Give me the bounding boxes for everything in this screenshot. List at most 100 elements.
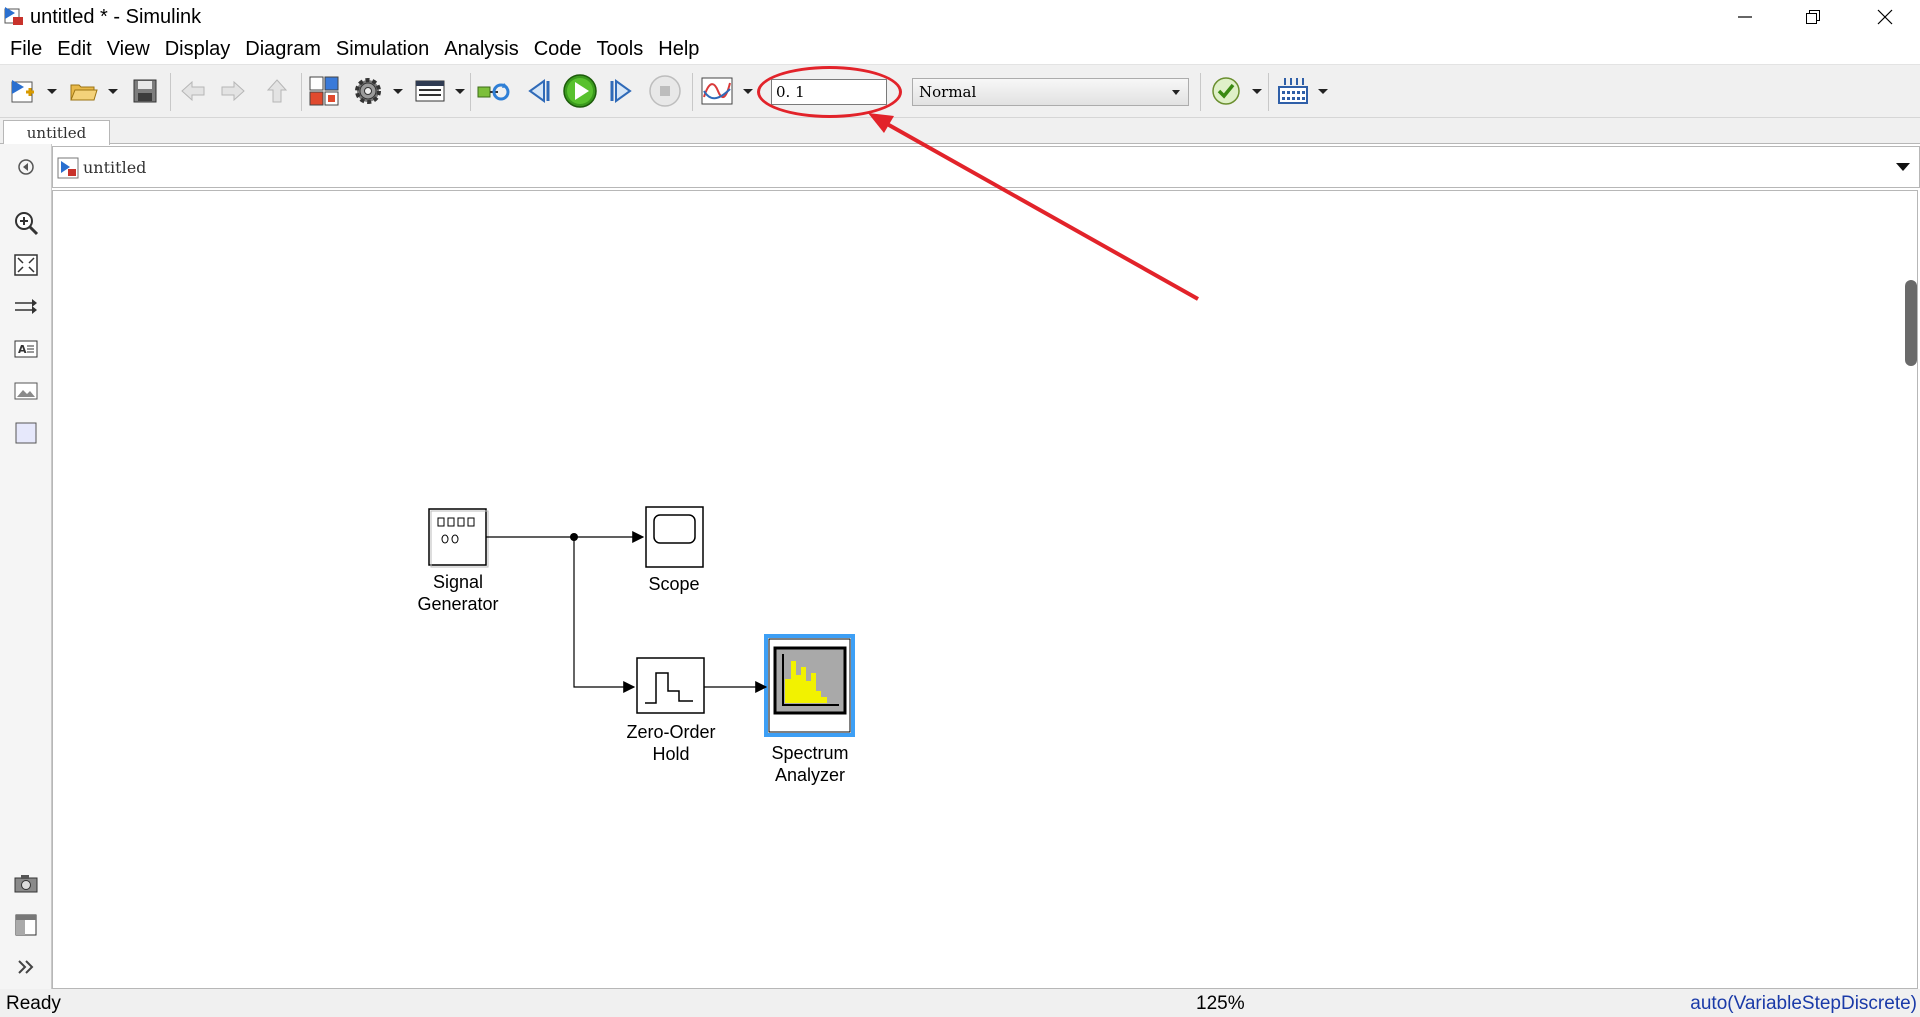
new-model-icon <box>11 80 34 103</box>
arrow-up-icon <box>266 79 288 103</box>
signal-lines[interactable] <box>486 531 768 693</box>
block-label-spectrum-analyzer-line1: Spectrum <box>771 743 849 763</box>
block-spectrum-analyzer[interactable] <box>764 634 855 737</box>
menu-diagram[interactable]: Diagram <box>245 37 321 60</box>
stop-time-input[interactable] <box>771 79 887 105</box>
menu-tools[interactable]: Tools <box>596 37 644 60</box>
model-explorer-icon <box>415 80 445 102</box>
menu-analysis[interactable]: Analysis <box>444 37 519 60</box>
step-back-button[interactable] <box>520 73 556 109</box>
block-label-scope: Scope <box>648 574 700 594</box>
update-diagram-button[interactable] <box>474 73 512 109</box>
library-browser-icon <box>309 76 339 106</box>
chevron-down-icon[interactable] <box>107 85 119 97</box>
folder-icon <box>70 84 98 101</box>
gear-icon <box>355 78 381 104</box>
open-button[interactable] <box>66 73 100 109</box>
route-lines-button[interactable] <box>11 292 41 322</box>
menu-display[interactable]: Display <box>164 37 231 60</box>
simulink-app-icon <box>4 7 23 25</box>
breadcrumb-path[interactable]: untitled <box>83 158 147 177</box>
text-annotation-icon: A <box>14 340 38 358</box>
data-inspector-button[interactable] <box>698 73 736 109</box>
library-browser-button[interactable] <box>306 73 342 109</box>
route-lines-icon <box>15 299 37 314</box>
image-button[interactable] <box>11 376 41 406</box>
breadcrumb: untitled <box>52 146 1920 188</box>
fit-to-view-icon <box>14 254 38 276</box>
chevron-down-icon[interactable] <box>742 85 754 97</box>
diagram-wires-and-blocks <box>428 506 855 737</box>
zoom-level: 125% <box>1196 993 1245 1014</box>
block-label-spectrum-analyzer-line2: Analyzer <box>774 765 846 785</box>
tab-untitled[interactable]: untitled <box>3 120 110 145</box>
menu-simulation[interactable]: Simulation <box>335 37 430 60</box>
area-button[interactable] <box>11 418 41 448</box>
stop-icon <box>649 75 681 107</box>
toolbar-separator <box>470 73 471 111</box>
restore-icon <box>1806 10 1820 24</box>
close-button[interactable] <box>1850 0 1920 34</box>
toolbar-separator <box>1268 73 1269 111</box>
model-explorer-button[interactable] <box>412 73 448 109</box>
stop-button[interactable] <box>646 73 684 109</box>
menu-edit[interactable]: Edit <box>57 37 92 60</box>
play-icon <box>563 74 597 108</box>
vertical-scrollbar-thumb[interactable] <box>1905 280 1917 366</box>
chevron-down-icon[interactable] <box>1251 85 1263 97</box>
toolbar-separator <box>692 73 693 111</box>
chevron-down-icon[interactable] <box>1317 85 1329 97</box>
menu-view[interactable]: View <box>106 37 150 60</box>
build-button[interactable] <box>1274 73 1312 109</box>
save-icon <box>133 79 157 103</box>
snapshot-button[interactable] <box>11 868 41 898</box>
model-advisor-button[interactable] <box>1208 73 1244 109</box>
expand-palette-button[interactable] <box>11 952 41 982</box>
data-inspector-icon <box>701 77 733 105</box>
up-button[interactable] <box>260 73 294 109</box>
chevron-down-icon[interactable] <box>454 85 466 97</box>
block-label-signal-generator: Signal Generator <box>405 571 511 615</box>
toolbar-separator <box>301 73 302 111</box>
fit-to-view-button[interactable] <box>11 250 41 280</box>
chevron-down-icon <box>1172 90 1180 95</box>
menu-help[interactable]: Help <box>658 37 700 60</box>
back-button[interactable] <box>176 73 210 109</box>
block-label-zero-order-hold: Zero-Order Hold <box>617 721 725 765</box>
chevron-down-icon[interactable] <box>392 85 404 97</box>
minimize-button[interactable] <box>1710 0 1780 34</box>
block-signal-generator[interactable] <box>428 508 489 568</box>
update-diagram-icon <box>477 83 510 101</box>
block-scope[interactable] <box>645 506 704 568</box>
block-zero-order-hold[interactable] <box>636 657 705 714</box>
property-inspector-button[interactable] <box>11 910 41 940</box>
simulation-mode-select[interactable]: Normal <box>912 78 1189 106</box>
model-icon <box>57 157 79 179</box>
hide-browser-button[interactable] <box>11 152 41 182</box>
restore-button[interactable] <box>1778 0 1848 34</box>
forward-button[interactable] <box>216 73 250 109</box>
menu-code[interactable]: Code <box>533 37 582 60</box>
arrow-left-icon <box>181 80 205 102</box>
chevron-down-icon[interactable] <box>46 85 58 97</box>
diagram-canvas[interactable]: Signal Generator Scope Zero-Order Hold S… <box>52 190 1918 989</box>
block-label-zero-order-hold-line1: Zero-Order <box>626 722 716 742</box>
status-bar: Ready 125% auto(VariableStepDiscrete) <box>0 989 1920 1017</box>
solver-link[interactable]: auto(VariableStepDiscrete) <box>1690 993 1917 1014</box>
check-icon <box>1212 77 1240 105</box>
zoom-button[interactable] <box>11 208 41 238</box>
block-label-spectrum-analyzer: Spectrum Analyzer <box>753 742 867 786</box>
window-title: untitled * - Simulink <box>30 6 202 28</box>
run-button[interactable] <box>561 73 599 109</box>
chevron-down-icon[interactable] <box>1895 161 1911 173</box>
double-chevron-right-icon <box>18 960 34 974</box>
annotation-button[interactable]: A <box>11 334 41 364</box>
menu-file[interactable]: File <box>10 37 43 60</box>
save-button[interactable] <box>128 73 162 109</box>
model-settings-button[interactable] <box>350 73 386 109</box>
step-forward-button[interactable] <box>604 73 640 109</box>
simulation-mode-value: Normal <box>919 83 977 101</box>
tab-strip: untitled <box>0 118 1920 145</box>
minimize-icon <box>1738 16 1752 18</box>
new-model-button[interactable] <box>6 73 40 109</box>
